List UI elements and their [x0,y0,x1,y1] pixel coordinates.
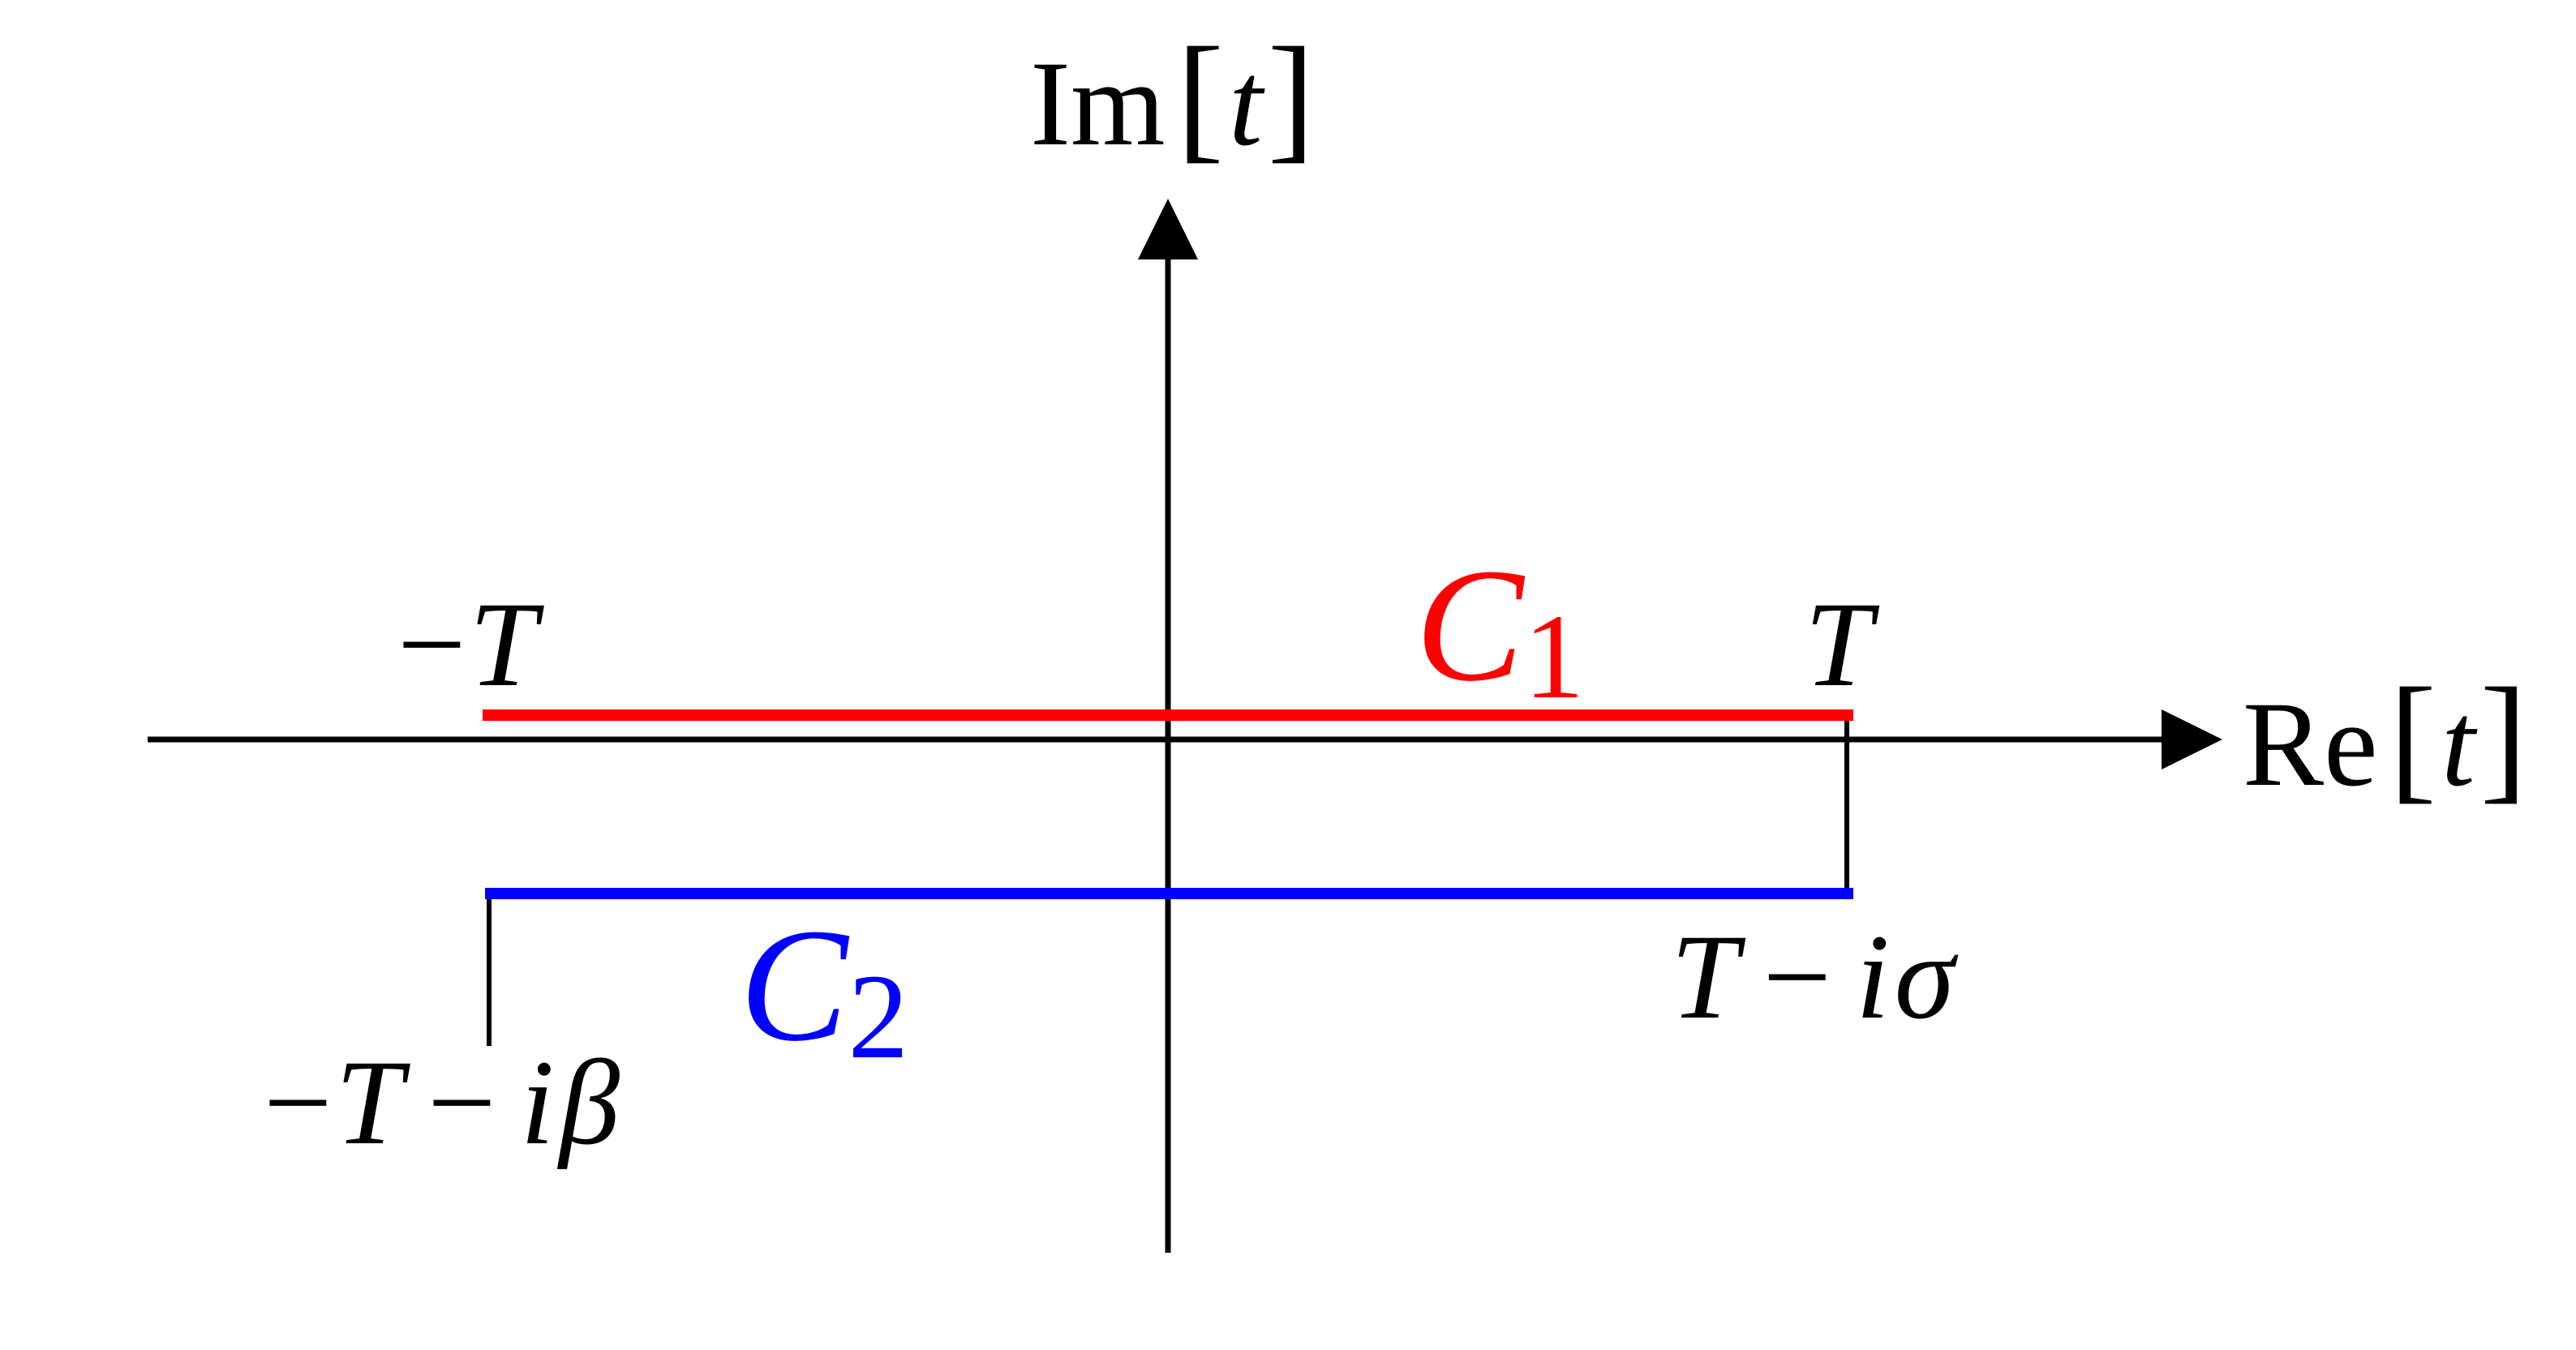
imag-bracket-open: [ [1177,18,1224,175]
t-beta-greek: β [556,1035,620,1170]
label-c1: C1 [1415,536,1584,724]
c2-name: C [740,896,850,1075]
imag-prefix: Im [1030,36,1166,171]
t-beta-op: − [427,1035,496,1170]
t-beta-sign: − [264,1035,333,1170]
label-T: T [1805,577,1880,712]
label-minus-T: −T [397,577,545,712]
label-T-minus-i-sigma: T−iσ [1671,910,1959,1044]
label-minus-T-minus-i-beta: −T−iβ [264,1035,620,1170]
t-beta-T: T [336,1035,411,1170]
label-c2: C2 [740,896,908,1084]
real-bracket-close: ] [2480,658,2527,816]
imag-axis-arrowhead [1138,199,1198,259]
real-variable: t [2441,677,2478,812]
t-sigma-op: − [1762,910,1831,1044]
t-sigma-T: T [1671,910,1746,1044]
real-prefix: Re [2243,677,2378,812]
c1-subscript: 1 [1523,589,1584,724]
c1-name: C [1415,536,1526,715]
real-axis-label: Re[t] [2243,658,2527,816]
c2-subscript: 2 [848,949,908,1084]
real-bracket-open: [ [2389,658,2436,816]
real-axis-arrowhead [2162,709,2222,769]
minus-T-symbol: T [470,577,545,712]
imag-variable: t [1229,36,1265,171]
t-sigma-greek: σ [1895,910,1959,1044]
imag-bracket-close: ] [1268,18,1315,175]
minus-T-sign: − [397,577,466,712]
imag-axis-label: Im[t] [1030,18,1315,175]
t-sigma-i: i [1856,910,1890,1044]
t-beta-i: i [521,1035,555,1170]
